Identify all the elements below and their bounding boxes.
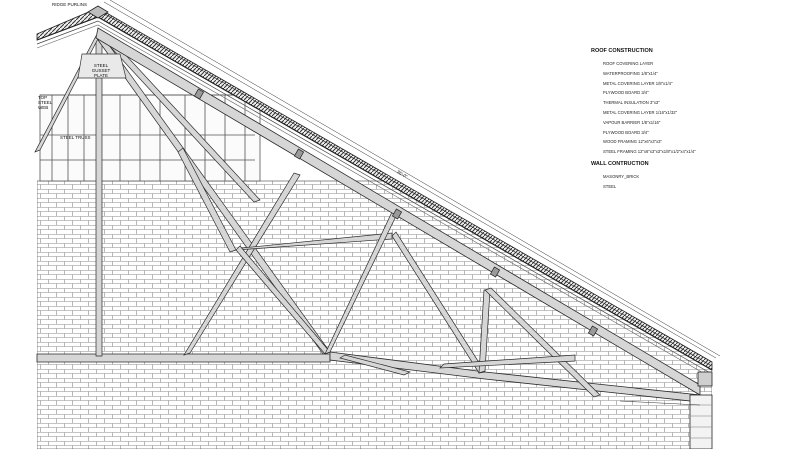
legend-item: METAL COVERING LAYER 1/16"x1/32" bbox=[603, 109, 678, 115]
wall-construction-title: WALL CONTRUCTION bbox=[591, 160, 649, 167]
legend-item: PLYWOOD BOARD 3/4" bbox=[603, 129, 649, 135]
label-steel-gusset-plate: STEEL GUSSET PLATE bbox=[91, 63, 111, 78]
legend-item: ROOF COVERING LAYER bbox=[603, 61, 654, 66]
label-top-steel-web: TOP STEEL WEB bbox=[38, 95, 53, 110]
legend-item: STEEL FRAMING 12"x6"x3"x3"x1/8"x1/2"x4"x… bbox=[603, 149, 696, 155]
legend-item: WOOD FRAMING 12"x6"x3"x3" bbox=[603, 139, 662, 145]
legend-item: THERMAL INSULATION 3"x3" bbox=[603, 100, 660, 106]
legend-item: STEEL bbox=[603, 183, 617, 189]
wall-construction-list: MASONRY_BRICK STEEL bbox=[591, 172, 791, 192]
legend-item: PLYWOOD BOARD 3/4" bbox=[603, 90, 649, 96]
label-steel-truss: STEEL TRUSS bbox=[60, 135, 91, 140]
slope-dimension-line bbox=[109, 0, 721, 357]
label-ridge-purlin: RIDGE PURLINS bbox=[52, 2, 88, 7]
roof-construction-list: ROOF COVERING LAYER WATERPROOFING 1/8"x1… bbox=[591, 59, 791, 157]
legend-item: MASONRY_BRICK bbox=[603, 173, 640, 179]
materials-legend: ROOF CONSTRUCTION ROOF COVERING LAYER WA… bbox=[591, 46, 791, 196]
ridge-purlin bbox=[87, 5, 109, 19]
eave-fascia bbox=[619, 371, 713, 449]
legend-item: WATERPROOFING 1/8"x1/4" bbox=[603, 70, 658, 76]
legend-item: METAL COVERING LAYER 1/8"x1/4" bbox=[603, 80, 673, 86]
roof-construction-title: ROOF CONSTRUCTION bbox=[591, 48, 653, 54]
purlins bbox=[193, 88, 599, 337]
gusset-plate bbox=[77, 53, 127, 79]
brick-wall bbox=[37, 180, 712, 449]
truss-webs bbox=[34, 32, 601, 398]
legend-item: VAPOUR BARRIER 1/8"x1/16" bbox=[603, 119, 661, 125]
